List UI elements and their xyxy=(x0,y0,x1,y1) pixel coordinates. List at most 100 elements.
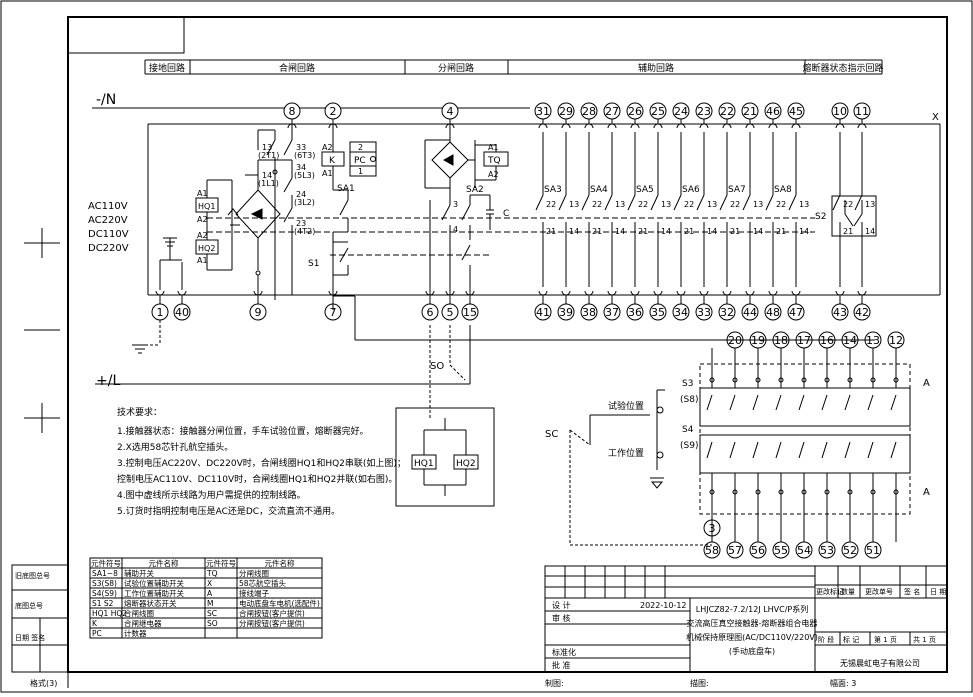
terminal-bottom-15-number: 15 xyxy=(463,306,477,319)
pc-pin-1: 1 xyxy=(358,167,363,176)
tb-rev-date: 日 期 xyxy=(930,588,946,596)
terminal-bottom-36: 36 xyxy=(626,303,644,321)
tb-title-1: LHJCZ82-7.2/12J LHVC/P系列 xyxy=(696,604,809,614)
terminal-bottom-33-number: 33 xyxy=(697,306,711,319)
k-a1: A1 xyxy=(322,169,333,178)
title-block xyxy=(67,565,948,688)
terminal-bottom-40-number: 40 xyxy=(175,306,189,319)
terminal-top-46-number: 46 xyxy=(766,105,780,118)
legend-cell: S1 S2 xyxy=(92,599,114,608)
terminal-right-bottom-58-number: 58 xyxy=(705,544,719,557)
terminal-bottom-35: 35 xyxy=(649,303,667,321)
note-line-3: 3.控制电压AC220V、DC220V时，合闸线圈HQ1和HQ2串联(如上图)； xyxy=(117,457,406,469)
pin-24: 24 xyxy=(296,190,306,199)
sa2-pin-4: 4 xyxy=(453,225,458,234)
legend-cell: 熔断器状态开关 xyxy=(124,598,177,608)
svg-text:21: 21 xyxy=(638,227,648,236)
legend-cell: SC xyxy=(207,609,217,618)
neg-bus-label: -/N xyxy=(96,92,116,108)
legend-cell: A xyxy=(207,589,213,598)
svg-text:14: 14 xyxy=(569,227,579,236)
side-label-old: 旧底图总号 xyxy=(15,571,50,580)
svg-text:21: 21 xyxy=(776,227,786,236)
connector-x-label: X xyxy=(932,112,939,123)
tb-check: 审 核 xyxy=(552,613,571,623)
terminal-top-29-number: 29 xyxy=(559,105,573,118)
s3-label: S3 xyxy=(682,379,693,389)
counter-pc-label: PC xyxy=(354,156,366,166)
inset-hq2-label: HQ2 xyxy=(456,459,476,469)
legend-cell: 计数器 xyxy=(124,628,147,638)
terminal-bottom-34: 34 xyxy=(672,303,690,321)
terminal-right-bottom-52-number: 52 xyxy=(843,544,857,557)
tb-std: 标准化 xyxy=(552,647,576,657)
legend-cell: 58芯航空插头 xyxy=(239,578,287,588)
svg-text:21: 21 xyxy=(843,227,853,236)
terminal-bottom-6-number: 6 xyxy=(427,306,434,319)
terminal-top-23: 23 xyxy=(695,102,713,120)
s9-label: (S9) xyxy=(680,441,698,451)
sa2-pin-3: 3 xyxy=(453,200,458,209)
svg-text:22: 22 xyxy=(592,200,602,209)
terminal-bottom-1: 1 xyxy=(151,303,169,321)
terminal-top-11: 11 xyxy=(853,102,871,120)
terminal-right-top-12: 12 xyxy=(887,331,905,349)
footer-size: 幅面: 3 xyxy=(830,678,856,688)
voltage-dc220: DC220V xyxy=(88,243,129,254)
legend-header: 元件名称 xyxy=(265,558,295,568)
terminal-right-bottom-54: 54 xyxy=(795,541,813,559)
voltage-dc110: DC110V xyxy=(88,229,129,240)
so-label: SO xyxy=(430,361,444,372)
note-line-6: 5.订货时指明控制电压是AC还是DC，交流直流不通用。 xyxy=(117,505,340,517)
terminal-right-bottom-56: 56 xyxy=(749,541,767,559)
legend-cell: 试验位置辅助开关 xyxy=(124,578,184,588)
voltage-ac220: AC220V xyxy=(88,215,128,226)
tb-pages: 共 1 页 xyxy=(913,635,936,644)
section-fuse-indicator: 熔断器状态指示回路 xyxy=(802,62,883,74)
ground-circuit xyxy=(132,237,183,354)
svg-text:14: 14 xyxy=(865,227,875,236)
terminal-bottom-1-number: 1 xyxy=(157,306,164,319)
tq-a2: A2 xyxy=(488,170,499,179)
legend-cell: 合闸继电器 xyxy=(124,618,162,628)
svg-text:14: 14 xyxy=(615,227,625,236)
legend-cell: TQ xyxy=(206,569,218,578)
side-label-base: 底图总号 xyxy=(15,601,43,610)
sa4-label: SA4 xyxy=(590,185,608,195)
sc-label: SC xyxy=(545,429,558,440)
legend-cell: X xyxy=(207,579,212,588)
sa1-label: SA1 xyxy=(337,184,355,194)
tb-page: 第 1 页 xyxy=(874,635,897,644)
legend-cell: S4(S9) xyxy=(92,589,117,598)
svg-text:14: 14 xyxy=(753,227,763,236)
pin-1l1: (1L1) xyxy=(258,179,279,188)
svg-text:21: 21 xyxy=(684,227,694,236)
pin-13: 13 xyxy=(262,143,272,152)
capacitor-label: C xyxy=(503,209,509,219)
svg-text:22: 22 xyxy=(843,200,853,209)
pin-23: 23 xyxy=(296,219,306,228)
svg-text:13: 13 xyxy=(799,200,809,209)
terminal-top-26: 26 xyxy=(626,102,644,120)
section-ground: 接地回路 xyxy=(149,62,185,74)
terminal-top-8: 8 xyxy=(283,102,301,120)
tq-label: TQ xyxy=(487,156,501,166)
terminal-bottom-39-number: 39 xyxy=(559,306,573,319)
pin-14: 14 xyxy=(262,171,272,180)
terminal-bottom-41-number: 41 xyxy=(536,306,550,319)
legend-header: 元件名称 xyxy=(149,558,179,568)
terminal-right-bottom-51-number: 51 xyxy=(866,544,880,557)
svg-text:14: 14 xyxy=(661,227,671,236)
terminal-right-bottom-51: 51 xyxy=(864,541,882,559)
terminal-right-bottom-56-number: 56 xyxy=(751,544,765,557)
legend-cell: 合闸线圈 xyxy=(124,608,154,618)
terminal-top-27: 27 xyxy=(603,102,621,120)
terminal-bottom-48: 48 xyxy=(764,303,782,321)
sa5-label: SA5 xyxy=(636,185,654,195)
svg-text:13: 13 xyxy=(615,200,625,209)
svg-text:21: 21 xyxy=(592,227,602,236)
hq2-a1: A1 xyxy=(197,256,208,265)
